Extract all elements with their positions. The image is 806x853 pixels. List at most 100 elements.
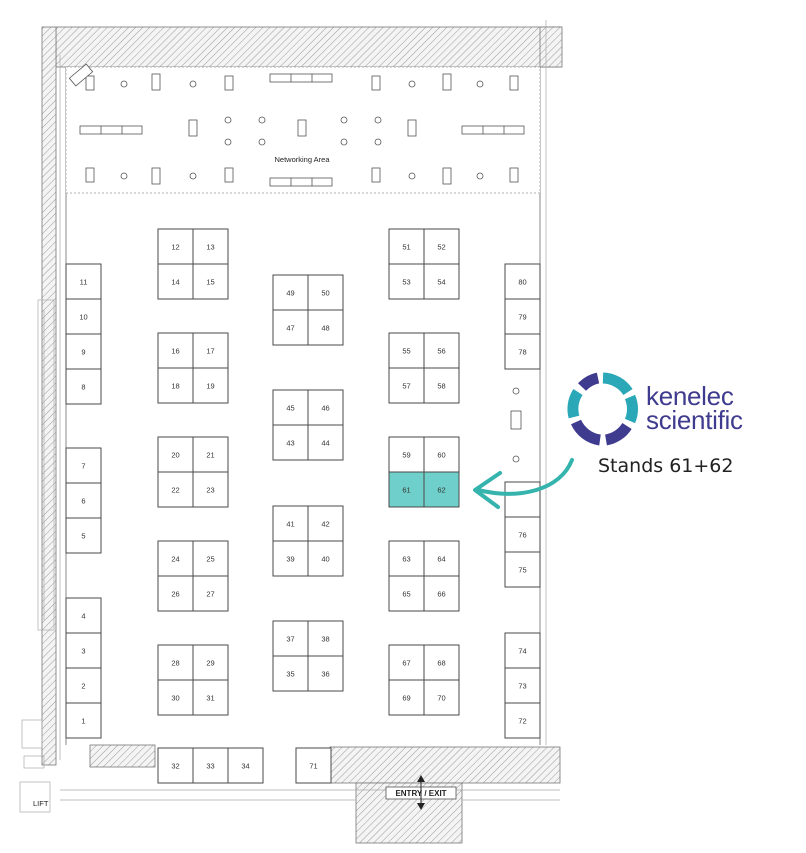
stand-box [504, 263, 541, 300]
stand-box [307, 389, 344, 426]
stand-box [423, 679, 460, 716]
stand-52: 52 [423, 228, 460, 265]
stand-64: 64 [423, 540, 460, 577]
stand-27: 27 [192, 575, 229, 612]
fixtures [510, 387, 522, 463]
stand-30: 30 [157, 679, 194, 716]
stand-39: 39 [272, 540, 309, 577]
stand-number: 21 [206, 451, 214, 460]
stand-19: 19 [192, 367, 229, 404]
stand-box [65, 667, 102, 704]
stand-box [157, 436, 194, 473]
stand-box [272, 389, 309, 426]
stand-box [388, 644, 425, 681]
stand-box [192, 471, 229, 508]
stand-number: 65 [402, 590, 410, 599]
stand-number: 64 [437, 555, 445, 564]
stand-46: 46 [307, 389, 344, 426]
stand-box [192, 367, 229, 404]
stand-33: 33 [192, 747, 229, 784]
stand-66: 66 [423, 575, 460, 612]
stand-28: 28 [157, 644, 194, 681]
stand-number: 51 [402, 243, 410, 252]
stand-number: 23 [206, 486, 214, 495]
stand-box [504, 298, 541, 335]
stand-number: 34 [241, 762, 249, 771]
stand-37: 37 [272, 620, 309, 657]
stand-number: 25 [206, 555, 214, 564]
stand-number: 4 [81, 612, 85, 621]
stand-number: 38 [321, 635, 329, 644]
stand-box [504, 551, 541, 588]
stand-67: 67 [388, 644, 425, 681]
stand-box [157, 644, 194, 681]
stand-65: 65 [388, 575, 425, 612]
stand-48: 48 [307, 309, 344, 346]
stand-box [307, 620, 344, 657]
stand-18: 18 [157, 367, 194, 404]
stand-44: 44 [307, 424, 344, 461]
stand-number: 26 [171, 590, 179, 599]
stand-43: 43 [272, 424, 309, 461]
stand-box [157, 367, 194, 404]
stand-79: 79 [504, 298, 541, 335]
stand-box [388, 471, 425, 508]
stand-number: 76 [518, 531, 526, 540]
stand-29: 29 [192, 644, 229, 681]
stand-number: 37 [286, 635, 294, 644]
stand-box [192, 575, 229, 612]
stand-9: 9 [65, 333, 102, 370]
stand-1: 1 [65, 702, 102, 739]
stand-16: 16 [157, 332, 194, 369]
stand-number: 17 [206, 347, 214, 356]
stand-57: 57 [388, 367, 425, 404]
stand-number: 79 [518, 313, 526, 322]
stand-60: 60 [423, 436, 460, 473]
stand-63: 63 [388, 540, 425, 577]
stand-number: 3 [81, 647, 85, 656]
stand-box [307, 540, 344, 577]
stand-31: 31 [192, 679, 229, 716]
stand-78: 78 [504, 333, 541, 370]
stand-number: 68 [437, 659, 445, 668]
stand-box [192, 332, 229, 369]
stand-box [423, 436, 460, 473]
stand-box [423, 540, 460, 577]
stand-number: 20 [171, 451, 179, 460]
stand-number: 36 [321, 670, 329, 679]
stand-number: 55 [402, 347, 410, 356]
stand-box [192, 747, 229, 784]
stand-box [272, 505, 309, 542]
stand-number: 5 [81, 532, 85, 541]
callout-arrow [476, 458, 574, 496]
stand-61: 61 [388, 471, 425, 508]
stand-25: 25 [192, 540, 229, 577]
stand-36: 36 [307, 655, 344, 692]
stand-23: 23 [192, 471, 229, 508]
lift-label: LIFT [33, 799, 49, 808]
stand-number: 50 [321, 289, 329, 298]
stand-69: 69 [388, 679, 425, 716]
stand-number: 15 [206, 278, 214, 287]
stand-70: 70 [423, 679, 460, 716]
stand-number: 18 [171, 382, 179, 391]
stand-5: 5 [65, 517, 102, 554]
stand-box [388, 367, 425, 404]
stand-49: 49 [272, 274, 309, 311]
stand-box [65, 263, 102, 300]
stand-number: 66 [437, 590, 445, 599]
stand-number: 63 [402, 555, 410, 564]
stand-41: 41 [272, 505, 309, 542]
stand-number: 53 [402, 278, 410, 287]
stand-number: 71 [309, 762, 317, 771]
stand-42: 42 [307, 505, 344, 542]
stand-box [423, 367, 460, 404]
stand-number: 47 [286, 324, 294, 333]
stand-number: 31 [206, 694, 214, 703]
stand-number: 74 [518, 647, 526, 656]
stand-47: 47 [272, 309, 309, 346]
stand-number: 12 [171, 243, 179, 252]
stand-number: 27 [206, 590, 214, 599]
stand-number: 9 [81, 348, 85, 357]
stand-number: 58 [437, 382, 445, 391]
